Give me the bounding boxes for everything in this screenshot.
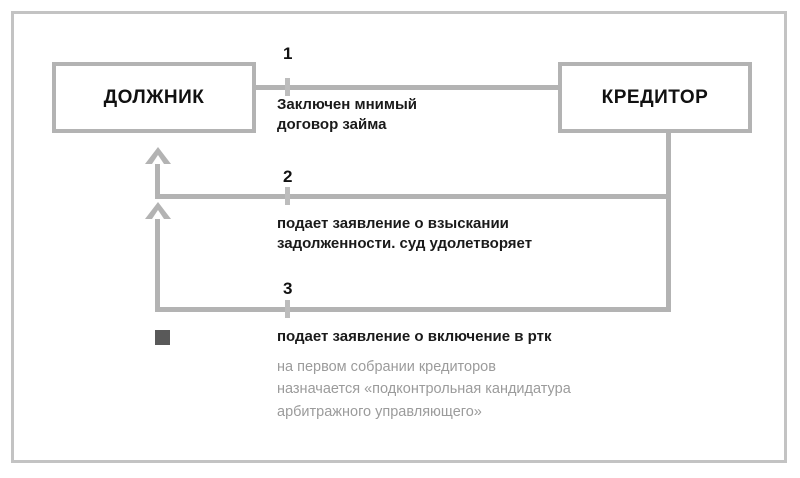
step-caption-2: подает заявление о взыскании задолженнос… [277, 215, 533, 252]
tick-mark-step-2 [285, 187, 290, 205]
entity-box-debtor[interactable]: ДОЛЖНИК [52, 62, 256, 133]
step-caption-3: подает заявление о включение в ртк [277, 328, 552, 345]
square-bullet-icon [155, 330, 170, 345]
step-caption-1: Заключен мнимый договор займа [277, 96, 417, 133]
step-number-1: 1 [283, 44, 293, 63]
note-text: на первом собрании кредиторов назначаетс… [277, 359, 571, 420]
arrow-notch-step-2 [151, 155, 164, 164]
connector-line-step-1 [256, 85, 558, 90]
tick-mark-step-3 [285, 300, 290, 318]
entity-label-creditor: КРЕДИТОР [601, 86, 709, 108]
diagram-frame [11, 11, 787, 463]
step-number-3: 3 [283, 279, 293, 298]
connector-line-step-3 [155, 307, 671, 312]
entity-box-creditor[interactable]: КРЕДИТОР [558, 62, 752, 133]
connector-line-step-2 [155, 194, 671, 199]
connector-line-step-2-riser [155, 162, 160, 196]
connector-line-step-3-riser [155, 217, 160, 310]
entity-label-debtor: ДОЛЖНИК [103, 86, 205, 108]
arrow-notch-step-3 [151, 210, 164, 219]
step-number-2: 2 [283, 167, 293, 186]
connector-line-creditor-down [666, 133, 671, 312]
tick-mark-step-1 [285, 78, 290, 96]
